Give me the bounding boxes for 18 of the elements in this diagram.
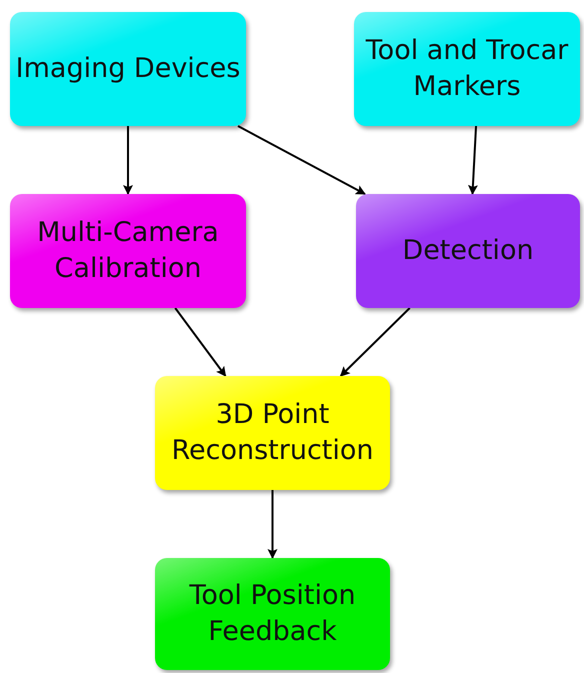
process-box <box>10 194 246 308</box>
box-label: Detection <box>401 234 535 268</box>
box-label: Tool and Trocar Markers <box>364 34 570 104</box>
process-box <box>155 376 390 490</box>
process-box <box>155 558 390 670</box>
box-label: Tool Position Feedback <box>188 579 357 649</box>
arrow <box>468 126 478 195</box>
process-box <box>354 12 580 126</box>
arrow <box>123 126 133 195</box>
process-box <box>356 194 580 308</box>
process-box <box>10 12 246 126</box>
arrow <box>238 125 366 195</box>
box-label: Imaging Devices <box>14 52 242 86</box>
box-label: 3D Point Reconstruction <box>170 398 375 468</box>
arrow <box>340 307 410 377</box>
arrow <box>268 490 278 559</box>
arrow <box>174 307 226 377</box>
box-label: Multi-Camera Calibration <box>36 216 220 286</box>
